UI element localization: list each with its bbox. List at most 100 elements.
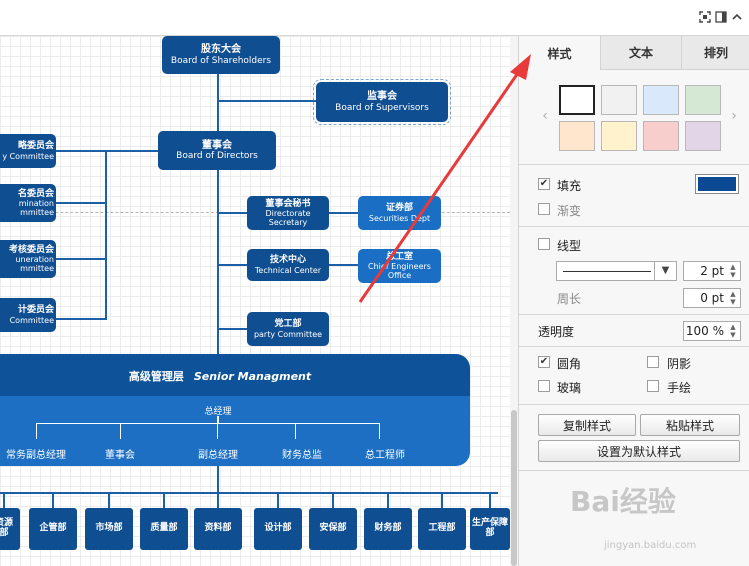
style-swatch[interactable] (601, 121, 637, 151)
mgmt-sub-label: 副总经理 (198, 450, 238, 461)
divider (519, 470, 749, 471)
dropdown-icon[interactable]: ▼ (654, 262, 676, 280)
remuneration-committee-box[interactable]: 考核委员会 uneration mmittee (0, 240, 56, 278)
divider (519, 164, 749, 165)
supervisors-en: Board of Supervisors (335, 102, 429, 113)
strategy-committee-box[interactable]: 略委员会 y Committee (0, 134, 56, 168)
baidu-watermark: Bai经验 (570, 485, 676, 518)
style-swatch[interactable] (559, 121, 595, 151)
line-width-input[interactable]: 2 pt ▲▼ (683, 261, 741, 281)
style-swatch[interactable] (643, 85, 679, 115)
spinner-icon[interactable]: ▲▼ (730, 323, 736, 339)
committee-cn: 略委员会 (17, 141, 54, 152)
vertical-scrollbar-thumb[interactable] (511, 410, 517, 566)
chevron-left-icon[interactable]: ‹ (542, 108, 548, 124)
audit-committee-box[interactable]: 计委员会 Committee (0, 298, 56, 332)
department-box[interactable]: 资源 部 (0, 508, 20, 550)
connector (217, 416, 219, 424)
supervisors-box[interactable]: 监事会 Board of Supervisors (313, 79, 451, 125)
mgmt-sub-label: 常务副总经理 (6, 450, 66, 461)
department-box[interactable]: 资料部 (194, 508, 242, 550)
department-box[interactable]: 财务部 (364, 508, 412, 550)
connector (217, 100, 317, 102)
connector (3, 492, 5, 508)
format-panel: 样式 文本 排列 ‹ › ✔ 填充 渐变 线型 ▼ 2 pt ▲▼ 周长 (518, 36, 749, 566)
paste-style-button[interactable]: 粘贴样式 (640, 414, 740, 436)
sketch-checkbox[interactable] (647, 380, 659, 392)
committee-en: mmittee (20, 264, 54, 274)
fill-color-button[interactable] (695, 174, 739, 194)
shareholders-en: Board of Shareholders (170, 55, 272, 66)
perimeter-label: 周长 (557, 292, 582, 306)
department-label: 质量部 (150, 523, 178, 534)
directors-box[interactable]: 董事会 Board of Directors (158, 131, 276, 170)
line-checkbox[interactable] (538, 238, 550, 250)
securities-box[interactable]: 证券部 Securities Dept (358, 196, 441, 230)
fill-checkbox[interactable]: ✔ (538, 178, 550, 190)
general-manager-label: 总经理 (204, 407, 232, 417)
tech-center-box[interactable]: 技术中心 Technical Center (247, 249, 329, 281)
gradient-label: 渐变 (557, 204, 582, 218)
style-swatch[interactable] (559, 85, 595, 115)
management-header[interactable] (0, 354, 470, 398)
set-default-style-button[interactable]: 设置为默认样式 (538, 440, 740, 462)
gradient-checkbox[interactable] (538, 203, 550, 215)
securities-cn: 证券部 (385, 203, 413, 214)
spinner-icon[interactable]: ▲▼ (730, 263, 736, 279)
department-box[interactable]: 企管部 (29, 508, 77, 550)
style-swatch[interactable] (685, 121, 721, 151)
connector (295, 423, 296, 439)
rounded-label: 圆角 (557, 357, 582, 371)
rounded-checkbox[interactable]: ✔ (538, 356, 550, 368)
style-swatch[interactable] (685, 85, 721, 115)
shadow-checkbox[interactable] (647, 356, 659, 368)
committee-cn: 考核委员会 (8, 244, 54, 255)
fullscreen-icon[interactable] (699, 11, 711, 23)
department-box[interactable]: 市场部 (85, 508, 133, 550)
perimeter-input[interactable]: 0 pt ▲▼ (683, 288, 741, 308)
secretary-box[interactable]: 董事会秘书 Directorate Secretary (247, 196, 329, 230)
department-box[interactable]: 工程部 (418, 508, 466, 550)
management-body[interactable] (0, 396, 470, 466)
glass-checkbox[interactable] (538, 380, 550, 392)
opacity-input[interactable]: 100 % ▲▼ (683, 321, 741, 341)
shareholders-cn: 股东大会 (201, 44, 241, 56)
tech-center-en: Technical Center (254, 265, 322, 275)
connector (120, 423, 121, 439)
party-box[interactable]: 党工部 party Committee (247, 312, 329, 346)
connector (379, 423, 380, 439)
department-box[interactable]: 生产保障 部 (470, 508, 510, 550)
committee-cn: 计委员会 (17, 305, 54, 316)
format-tabs: 样式 文本 排列 (519, 36, 749, 70)
connector (56, 150, 106, 152)
tab-text[interactable]: 文本 (600, 36, 681, 70)
chevron-right-icon[interactable]: › (731, 108, 737, 124)
connector (441, 492, 443, 508)
department-box[interactable]: 安保部 (309, 508, 357, 550)
connector (329, 212, 359, 214)
department-label: 市场部 (95, 523, 123, 534)
department-box[interactable]: 质量部 (140, 508, 188, 550)
committee-en: y Committee (2, 151, 54, 161)
copy-style-button[interactable]: 复制样式 (538, 414, 636, 436)
department-label: 企管部 (39, 523, 67, 534)
collapse-icon[interactable] (731, 11, 743, 23)
shareholders-box[interactable]: 股东大会 Board of Shareholders (162, 36, 280, 74)
chief-engineer-box[interactable]: 总工室 Chief Engineers Office (358, 249, 441, 283)
opacity-value: 100 % (685, 324, 724, 338)
chief-engineer-en: Chief Engineers (368, 261, 431, 271)
connector (163, 492, 165, 508)
tab-arrange[interactable]: 排列 (681, 36, 749, 70)
panel-toggle-icon[interactable] (715, 11, 727, 23)
tab-style[interactable]: 样式 (519, 36, 600, 70)
mgmt-sub-label: 董事会 (105, 450, 135, 461)
line-style-select[interactable]: ▼ (556, 261, 677, 281)
style-swatch[interactable] (643, 121, 679, 151)
style-swatch[interactable] (601, 85, 637, 115)
nomination-committee-box[interactable]: 名委员会 mination mmittee (0, 184, 56, 222)
department-label: 财务部 (374, 523, 402, 534)
management-title-en: Senior Managment (193, 370, 312, 383)
spinner-icon[interactable]: ▲▼ (730, 290, 736, 306)
department-box[interactable]: 设计部 (254, 508, 302, 550)
